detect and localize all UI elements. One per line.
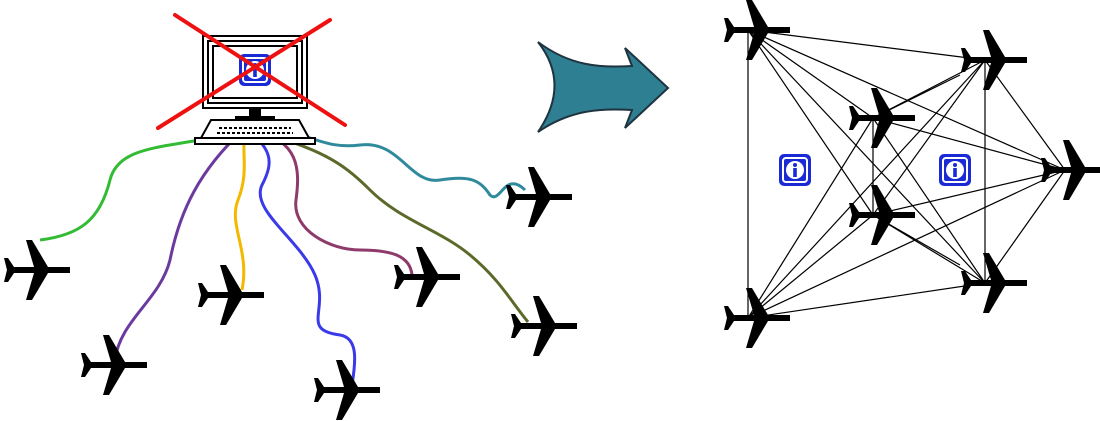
cross-out-icon xyxy=(156,13,347,130)
link-teal xyxy=(257,126,527,199)
link-green xyxy=(39,128,241,242)
airplane-icon xyxy=(198,265,264,325)
link-olive xyxy=(254,128,530,323)
airplane-icon xyxy=(394,247,460,307)
airplane-icon xyxy=(511,296,577,356)
info-icon xyxy=(938,153,972,187)
airplane-icon xyxy=(506,167,572,227)
airplane-icon xyxy=(724,288,790,348)
mesh-network xyxy=(724,0,1100,348)
info-icon xyxy=(778,153,812,187)
link-maroon xyxy=(251,128,414,276)
computer-icon xyxy=(194,35,316,145)
airplane-icon xyxy=(81,335,147,395)
airplane-icon xyxy=(724,0,790,60)
airplane-icon xyxy=(4,240,70,300)
communication-links xyxy=(39,126,530,386)
right-arrow-icon xyxy=(537,41,670,133)
airplane-icon xyxy=(314,360,380,420)
link-yellow xyxy=(233,129,248,291)
airplane-icon xyxy=(961,30,1027,90)
centralized-network xyxy=(4,13,577,420)
airplane-icon xyxy=(849,88,915,148)
link-purple xyxy=(113,128,245,361)
link-blue xyxy=(247,128,357,386)
